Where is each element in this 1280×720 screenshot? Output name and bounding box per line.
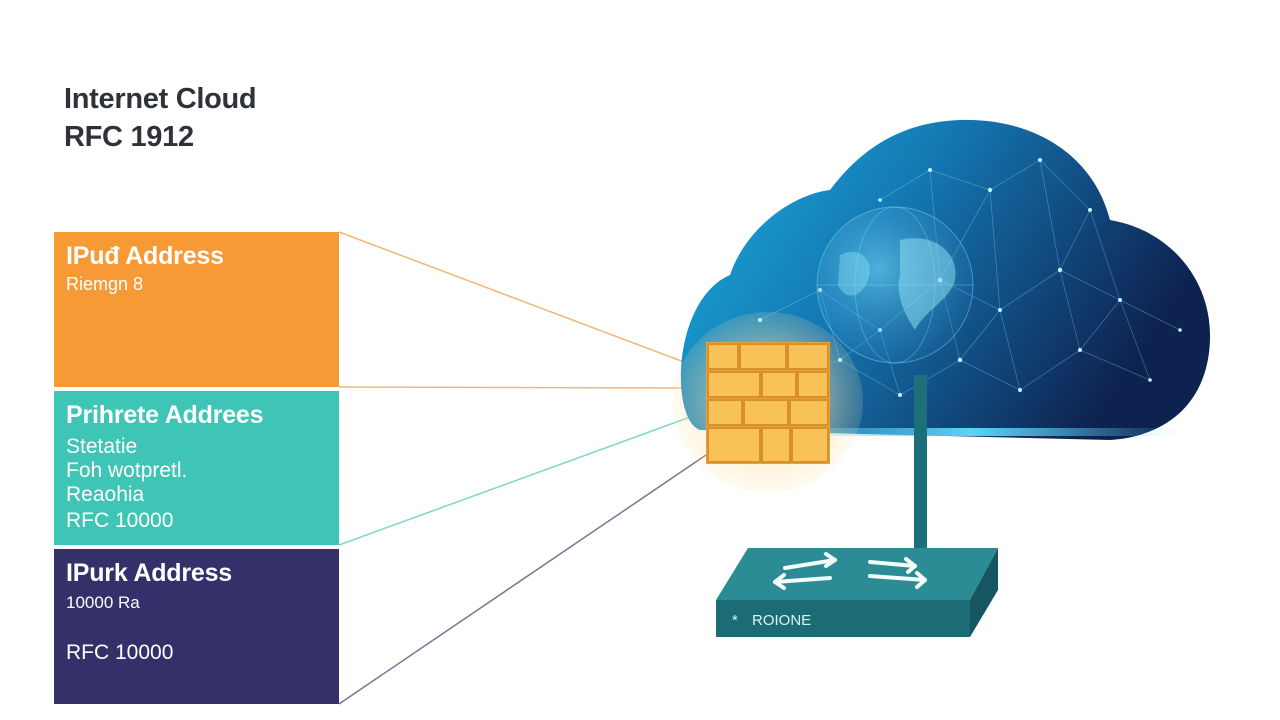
router-marker: * bbox=[732, 612, 738, 629]
connector-lines bbox=[338, 231, 707, 705]
antenna-pole bbox=[914, 375, 927, 555]
diagram-title: Internet Cloud RFC 1912 bbox=[64, 80, 257, 156]
panel-2-line-2: Foh wotpretl. bbox=[66, 459, 188, 482]
router-label-text: ROIONE bbox=[752, 612, 812, 629]
connector-line-1 bbox=[338, 231, 701, 369]
connector-line-3 bbox=[338, 411, 705, 546]
title-line-1: Internet Cloud bbox=[64, 83, 257, 115]
globe-icon bbox=[816, 206, 974, 364]
panel-3-line-1: 10000 Ra bbox=[66, 593, 140, 612]
address-panel-3: IPurk Address 10000 Ra RFC 10000 bbox=[54, 549, 339, 704]
panel-2-line-3: Reaohia bbox=[66, 483, 145, 506]
panel-3-line-2: RFC 10000 bbox=[66, 641, 174, 664]
title-line-2: RFC 1912 bbox=[64, 121, 194, 153]
panel-2-line-1: Stetatie bbox=[66, 435, 138, 458]
panel-1-heading: IPuđ Address bbox=[66, 242, 224, 270]
address-panel-2: Prihrete Addrees Stetatie Foh wotpretl. … bbox=[54, 391, 339, 545]
panel-2-heading: Prihrete Addrees bbox=[66, 401, 264, 429]
address-panel-1: IPuđ Address Riemgn 8 bbox=[54, 232, 339, 387]
panel-3-heading: IPurk Address bbox=[66, 559, 232, 587]
panel-1-line-1: Riemgn 8 bbox=[66, 274, 144, 294]
connector-line-2 bbox=[338, 386, 701, 389]
router-label: * ROIONE bbox=[732, 612, 811, 629]
brick-firewall-icon bbox=[673, 312, 863, 492]
panel-2-line-4: RFC 10000 bbox=[66, 509, 174, 532]
connector-line-4 bbox=[338, 454, 707, 705]
router-device-icon bbox=[716, 548, 998, 637]
